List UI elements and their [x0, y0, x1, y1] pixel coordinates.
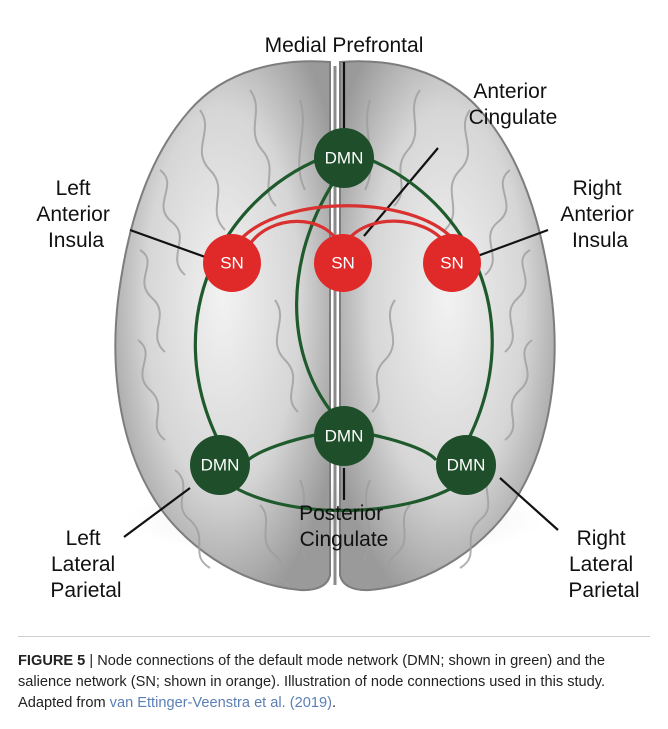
caption-end: . [332, 695, 336, 711]
node-right-lateral-parietal: DMN [436, 435, 496, 495]
node-posterior-cingulate: DMN [314, 406, 374, 466]
brain-network-diagram: DMN SN SN SN DMN DMN DMN Medial Prefront… [0, 0, 668, 635]
caption-divider [18, 636, 650, 637]
reference-link[interactable]: van Ettinger-Veenstra et al. (2019) [110, 695, 332, 711]
node-anterior-cingulate: SN [314, 234, 372, 292]
node-label: DMN [201, 456, 240, 475]
label-right-lateral-parietal: Right Lateral Parietal [568, 527, 639, 602]
node-label: SN [331, 254, 355, 273]
label-left-lateral-parietal: Left Lateral Parietal [50, 527, 121, 602]
node-left-anterior-insula: SN [203, 234, 261, 292]
node-label: DMN [325, 149, 364, 168]
node-label: DMN [447, 456, 486, 475]
label-left-anterior-insula: Left Anterior Insula [36, 177, 115, 252]
label-medial-prefrontal: Medial Prefrontal [265, 34, 424, 57]
node-label: SN [220, 254, 244, 273]
figure-caption: FIGURE 5 | Node connections of the defau… [18, 651, 658, 714]
node-label: DMN [325, 427, 364, 446]
caption-separator: | [85, 653, 97, 669]
node-left-lateral-parietal: DMN [190, 435, 250, 495]
node-medial-prefrontal: DMN [314, 128, 374, 188]
figure-label: FIGURE 5 [18, 653, 85, 669]
label-anterior-cingulate: Anterior Cingulate [469, 80, 558, 129]
node-right-anterior-insula: SN [423, 234, 481, 292]
node-label: SN [440, 254, 464, 273]
label-right-anterior-insula: Right Anterior Insula [560, 177, 639, 252]
